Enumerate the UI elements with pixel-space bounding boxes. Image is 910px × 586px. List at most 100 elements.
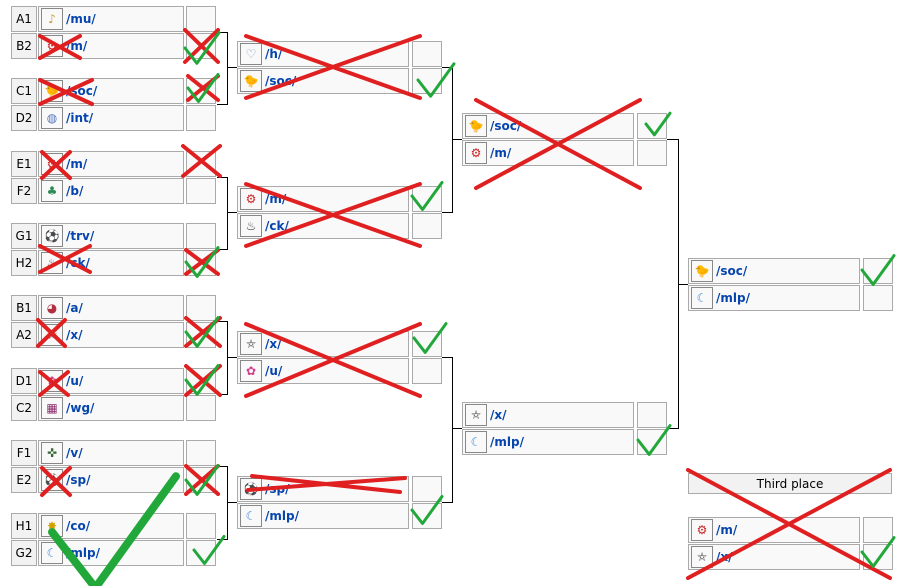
score-cell (186, 295, 216, 321)
seed-label: D2 (11, 105, 37, 131)
score-cell (863, 544, 893, 570)
score-cell (186, 178, 216, 204)
seed-label: G1 (11, 223, 37, 249)
team-link[interactable]: /mlp/ (265, 509, 299, 523)
team-link[interactable]: /soc/ (265, 74, 297, 88)
seed-label: A2 (11, 322, 37, 348)
clover-icon: ♣ (41, 180, 63, 202)
team-link[interactable]: /ck/ (265, 219, 289, 233)
team-entry[interactable]: ♨/ck/ (237, 213, 409, 239)
team-link[interactable]: /mlp/ (490, 435, 524, 449)
team-entry[interactable]: ✜/v/ (38, 440, 184, 466)
team-entry[interactable]: ▦/wg/ (38, 395, 184, 421)
bracket-connector (227, 466, 228, 540)
mecha-icon: ⚙ (41, 153, 63, 175)
team-entry[interactable]: ⚽/sp/ (237, 476, 409, 502)
team-link[interactable]: /x/ (716, 550, 733, 564)
team-entry[interactable]: ⚽/sp/ (38, 467, 184, 493)
team-entry[interactable]: ⚽/trv/ (38, 223, 184, 249)
team-link[interactable]: /trv/ (66, 229, 95, 243)
bird-icon: 🐤 (240, 70, 262, 92)
team-entry[interactable]: ☾/mlp/ (38, 540, 184, 566)
team-entry[interactable]: ◍/int/ (38, 105, 184, 131)
team-entry[interactable]: ⚙/m/ (688, 517, 860, 543)
team-link[interactable]: /v/ (66, 446, 83, 460)
bracket-connector (442, 67, 452, 68)
team-entry[interactable]: ♡/h/ (237, 41, 409, 67)
team-link[interactable]: /mu/ (66, 12, 96, 26)
score-cell (186, 540, 216, 566)
team-link[interactable]: /soc/ (716, 264, 748, 278)
team-link[interactable]: /x/ (490, 408, 507, 422)
team-entry[interactable]: ⛤/x/ (237, 331, 409, 357)
team-entry[interactable]: ✿/u/ (237, 358, 409, 384)
team-link[interactable]: /m/ (66, 39, 88, 53)
team-link[interactable]: /m/ (490, 146, 512, 160)
bracket-connector (217, 466, 227, 467)
team-link[interactable]: /m/ (265, 192, 287, 206)
seed-label: H2 (11, 250, 37, 276)
team-entry[interactable]: ⚙/m/ (38, 33, 184, 59)
team-link[interactable]: /h/ (265, 47, 283, 61)
team-link[interactable]: /sp/ (66, 473, 91, 487)
team-entry[interactable]: ⛤/x/ (38, 322, 184, 348)
team-link[interactable]: /wg/ (66, 401, 95, 415)
team-entry[interactable]: 🐤/soc/ (38, 78, 184, 104)
team-link[interactable]: /mlp/ (66, 546, 100, 560)
pony-icon: ☾ (691, 287, 713, 309)
team-link[interactable]: /int/ (66, 111, 94, 125)
bracket-connector (217, 32, 227, 33)
score-cell (186, 368, 216, 394)
score-cell (637, 113, 667, 139)
pentagram-icon: ⛤ (465, 404, 487, 426)
team-entry[interactable]: ♣/b/ (38, 178, 184, 204)
seed-label: F1 (11, 440, 37, 466)
bird-icon: 🐤 (691, 260, 713, 282)
team-link[interactable]: /soc/ (490, 119, 522, 133)
bracket-connector (452, 67, 453, 213)
team-link[interactable]: /ck/ (66, 256, 90, 270)
score-cell (637, 402, 667, 428)
team-link[interactable]: /m/ (66, 157, 88, 171)
score-cell (863, 517, 893, 543)
team-entry[interactable]: ☾/mlp/ (688, 285, 860, 311)
pentagram-icon: ⛤ (41, 324, 63, 346)
team-entry[interactable]: ♪/mu/ (38, 6, 184, 32)
team-entry[interactable]: ⚙/m/ (38, 151, 184, 177)
bracket-connector (442, 357, 452, 358)
anime-icon: ◕ (41, 297, 63, 319)
team-entry[interactable]: 🐤/soc/ (688, 258, 860, 284)
team-link[interactable]: /m/ (716, 523, 738, 537)
team-link[interactable]: /u/ (66, 374, 84, 388)
team-entry[interactable]: ☾/mlp/ (237, 503, 409, 529)
seed-label: B1 (11, 295, 37, 321)
team-link[interactable]: /a/ (66, 301, 83, 315)
team-entry[interactable]: ♨/ck/ (38, 250, 184, 276)
team-link[interactable]: /sp/ (265, 482, 290, 496)
bracket-connector (217, 539, 227, 540)
bird-icon: 🐤 (41, 80, 63, 102)
score-cell (186, 33, 216, 59)
team-entry[interactable]: ⚙/m/ (462, 140, 634, 166)
team-link[interactable]: /mlp/ (716, 291, 750, 305)
team-entry[interactable]: 🐤/soc/ (462, 113, 634, 139)
team-link[interactable]: /co/ (66, 519, 91, 533)
bracket-connector (678, 284, 688, 285)
team-entry[interactable]: ✸/co/ (38, 513, 184, 539)
bracket-connector (442, 502, 452, 503)
team-link[interactable]: /x/ (265, 337, 282, 351)
team-entry[interactable]: 🐤/soc/ (237, 68, 409, 94)
team-entry[interactable]: ⛤/x/ (688, 544, 860, 570)
flower-icon: ✿ (240, 360, 262, 382)
team-entry[interactable]: ⛤/x/ (462, 402, 634, 428)
team-link[interactable]: /b/ (66, 184, 84, 198)
team-entry[interactable]: ☾/mlp/ (462, 429, 634, 455)
team-entry[interactable]: ✿/u/ (38, 368, 184, 394)
bracket-connector (227, 32, 228, 105)
team-link[interactable]: /u/ (265, 364, 283, 378)
team-link[interactable]: /x/ (66, 328, 83, 342)
team-link[interactable]: /soc/ (66, 84, 98, 98)
ball-icon: ⚽ (41, 469, 63, 491)
team-entry[interactable]: ◕/a/ (38, 295, 184, 321)
team-entry[interactable]: ⚙/m/ (237, 186, 409, 212)
